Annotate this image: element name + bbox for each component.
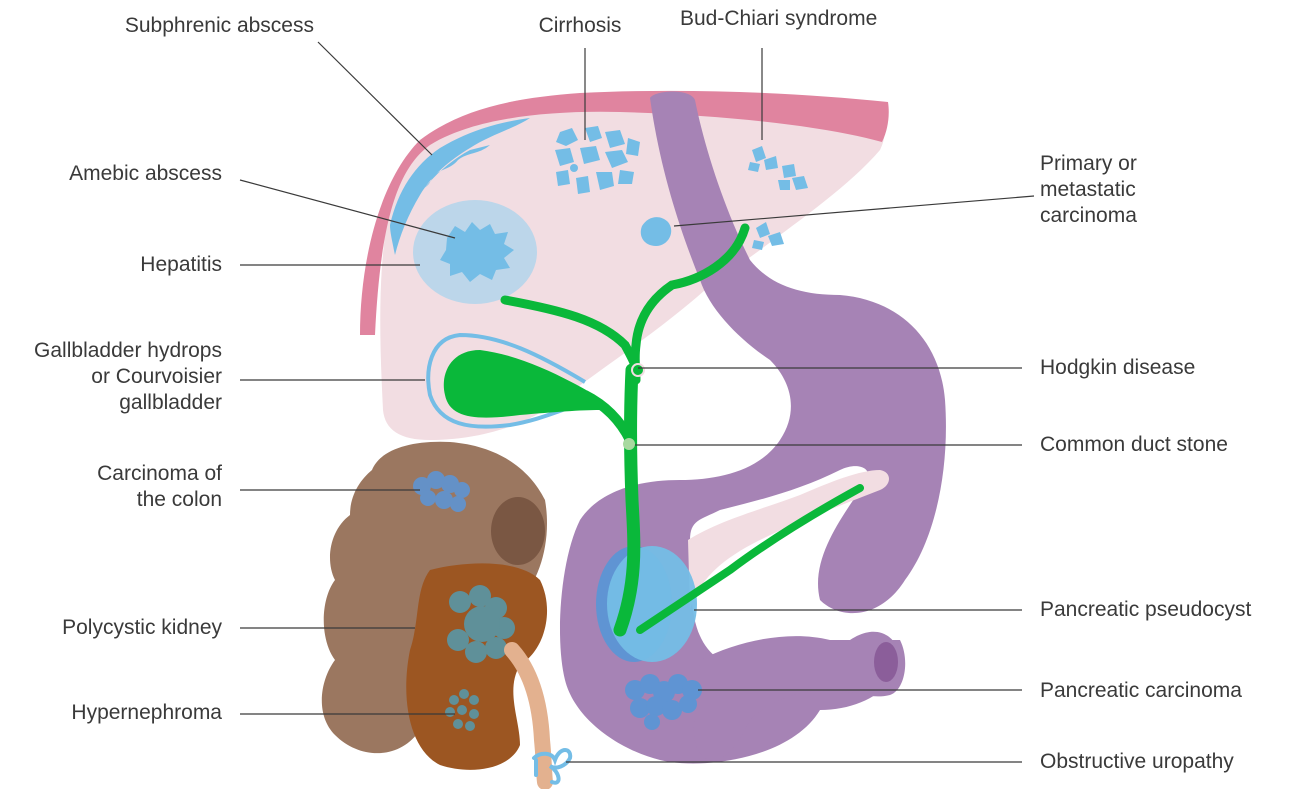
label-gallbladder-line1: Gallbladder hydrops <box>0 338 222 364</box>
label-hepatitis: Hepatitis <box>20 252 222 278</box>
hodgkin-marker <box>632 364 644 376</box>
label-primary-metastatic-carcinoma: Primary or metastatic carcinoma <box>1040 151 1260 229</box>
ureter <box>512 650 545 782</box>
duodenum-opening <box>874 642 898 682</box>
label-hypernephroma: Hypernephroma <box>20 700 222 726</box>
label-polycystic-kidney: Polycystic kidney <box>20 615 222 641</box>
label-bud-chiari-syndrome: Bud-Chiari syndrome <box>680 6 860 32</box>
label-cirrhosis: Cirrhosis <box>500 13 660 39</box>
label-carcinoma-colon-line2: the colon <box>0 487 222 513</box>
label-carcinoma-colon: Carcinoma of the colon <box>0 461 222 513</box>
label-carcinoma-line1: Primary or <box>1040 151 1260 177</box>
label-subphrenic-abscess: Subphrenic abscess <box>20 13 314 39</box>
label-gallbladder-line3: gallbladder <box>0 390 222 416</box>
label-carcinoma-colon-line1: Carcinoma of <box>0 461 222 487</box>
label-gallbladder-line2: or Courvoisier <box>0 364 222 390</box>
label-common-duct-stone: Common duct stone <box>1040 432 1228 458</box>
label-gallbladder: Gallbladder hydrops or Courvoisier gallb… <box>0 338 222 416</box>
cystic-duct <box>585 395 630 440</box>
label-carcinoma-line3: carcinoma <box>1040 203 1260 229</box>
label-carcinoma-line2: metastatic <box>1040 177 1260 203</box>
label-amebic-abscess: Amebic abscess <box>20 161 222 187</box>
common-duct-stone <box>623 438 635 450</box>
label-pancreatic-pseudocyst: Pancreatic pseudocyst <box>1040 597 1251 623</box>
colon-lumen <box>491 497 545 565</box>
label-pancreatic-carcinoma: Pancreatic carcinoma <box>1040 678 1242 704</box>
label-obstructive-uropathy: Obstructive uropathy <box>1040 749 1234 775</box>
label-hodgkin-disease: Hodgkin disease <box>1040 355 1195 381</box>
